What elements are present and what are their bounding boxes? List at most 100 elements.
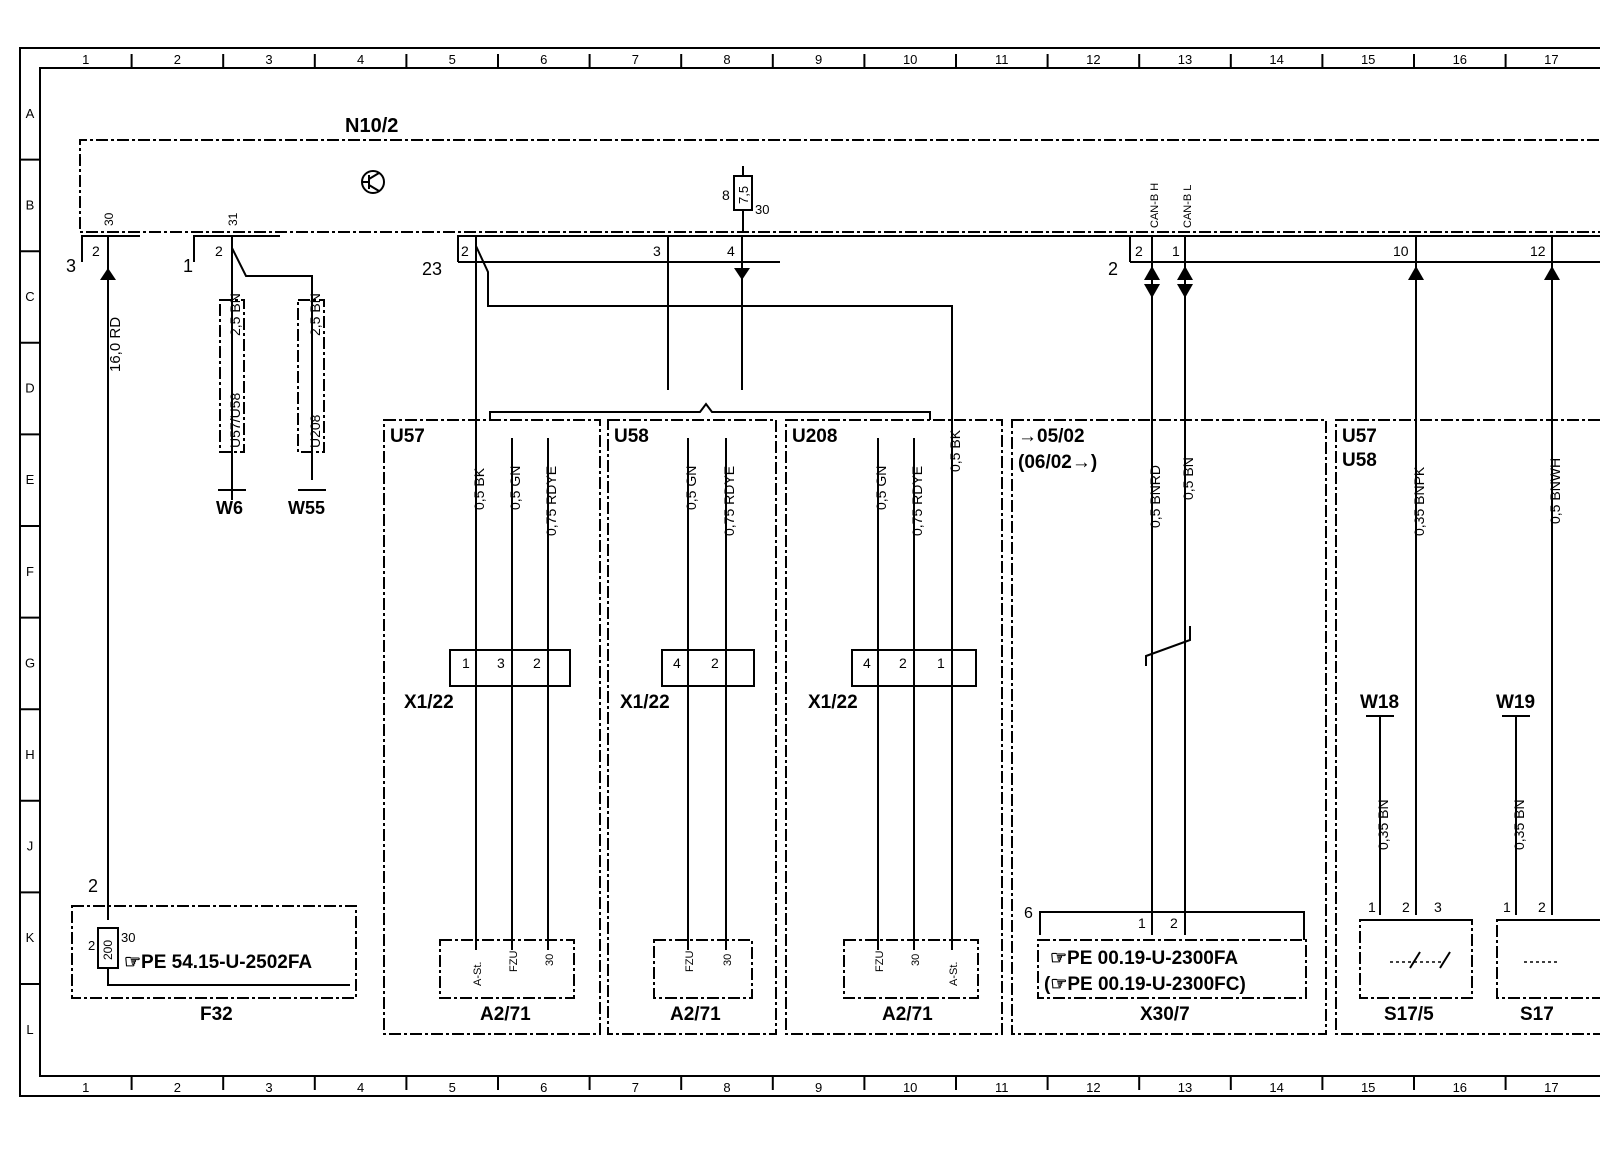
- pin-num: 2: [1135, 243, 1143, 259]
- pin-num: 12: [1530, 243, 1546, 259]
- grid-col-label: 13: [1178, 52, 1192, 67]
- x1-22-connector: [851, 649, 977, 687]
- wire-bn-2: 2,5 BN: [307, 293, 323, 336]
- can-h-arrow-icon: [1144, 266, 1160, 280]
- f32-box: [71, 905, 357, 999]
- wire-gn-2: 0,5 GN: [683, 466, 699, 510]
- ground-w18: W18: [1360, 692, 1399, 713]
- wire-bk-3: 0,5 BK: [947, 429, 963, 472]
- pin-num: 2: [1402, 899, 1410, 915]
- arrow-up-icon: [1408, 266, 1424, 280]
- grid-col-label: 11: [995, 1080, 1009, 1095]
- grid-col-label: 3: [265, 1080, 272, 1095]
- wire-rdye-3: 0,75 RDYE: [909, 466, 925, 536]
- pin-num: 2: [461, 243, 469, 259]
- s17-switch: [1496, 919, 1600, 999]
- x30-7-label: X30/7: [1140, 1004, 1190, 1025]
- pin-num: 4: [863, 655, 871, 671]
- group-box-u208: [785, 419, 1003, 1035]
- grid-col-label: 4: [357, 52, 364, 67]
- grid-col-label: 6: [540, 52, 547, 67]
- pin-num: 1: [1138, 915, 1146, 931]
- a2-71-connector: [439, 939, 575, 999]
- pin-num: 1: [1172, 243, 1180, 259]
- outer-frame: [19, 47, 1600, 1097]
- pin-label: FZU: [684, 951, 696, 972]
- pin-num: 2: [533, 655, 541, 671]
- group-label-u57b: U57: [1342, 426, 1377, 447]
- f32-label: F32: [200, 1004, 233, 1025]
- x1-22-connector: [449, 649, 571, 687]
- grid-col-label: 9: [815, 1080, 822, 1095]
- grid-col-label: 14: [1269, 1080, 1283, 1095]
- x1-22-label: X1/22: [404, 692, 454, 713]
- f32-ref: ☞PE 54.15-U-2502FA: [124, 952, 312, 973]
- wire-gn-3: 0,5 GN: [873, 466, 889, 510]
- a2-71-label: A2/71: [480, 1004, 531, 1025]
- grid-col-label: 17: [1544, 52, 1558, 67]
- grid-col-label: 17: [1544, 1080, 1558, 1095]
- grid-col-label: 6: [540, 1080, 547, 1095]
- grid-row-label: B: [26, 197, 35, 212]
- pin-label: 30: [910, 954, 922, 966]
- group-label-u57: U57: [390, 426, 425, 447]
- grid-row-label: F: [26, 564, 34, 579]
- wire-bnwh: 0,5 BNWH: [1547, 458, 1563, 524]
- pin-num: 10: [1393, 243, 1409, 259]
- conn-label-23: 23: [422, 259, 442, 279]
- grid-col-label: 4: [357, 1080, 364, 1095]
- pin-num: 1: [1503, 899, 1511, 915]
- grid-col-label: 5: [449, 52, 456, 67]
- wire-rdye-2: 0,75 RDYE: [721, 466, 737, 536]
- grid-col-label: 15: [1361, 52, 1375, 67]
- grid-col-label: 8: [723, 1080, 730, 1095]
- grid-col-label: 13: [1178, 1080, 1192, 1095]
- grid-col-label: 12: [1086, 1080, 1100, 1095]
- pin-num: 2: [711, 655, 719, 671]
- wire-bk-1: 0,5 BK: [471, 467, 487, 510]
- x30-7-ref-2: (☞PE 00.19-U-2300FC): [1044, 974, 1246, 995]
- grid-col-label: 1: [82, 52, 89, 67]
- pin-num: 2: [92, 243, 100, 259]
- pin-num: 2: [1170, 915, 1178, 931]
- pin-label: FZU: [508, 951, 520, 972]
- a2-71-connector: [653, 939, 753, 999]
- s17-5-switch: [1359, 919, 1473, 999]
- group-date-1: →05/02: [1018, 426, 1085, 447]
- grid-row-label: K: [26, 930, 35, 945]
- module-pin-30: 30: [102, 212, 116, 226]
- pin-num: 4: [673, 655, 681, 671]
- conn-label-2: 2: [1108, 259, 1118, 279]
- x30-7-connector: [1037, 939, 1307, 999]
- group-label-u58: U58: [614, 426, 649, 447]
- grid-col-label: 10: [903, 1080, 917, 1095]
- pin-num: 2: [215, 243, 223, 259]
- variant-u57-u58: U57/U58: [227, 393, 243, 448]
- module-label: N10/2: [345, 115, 398, 137]
- grid-col-label: 8: [723, 52, 730, 67]
- group-date-2: (06/02→): [1018, 452, 1097, 473]
- wire-gn-1: 0,5 GN: [507, 466, 523, 510]
- pin-num: 2: [1538, 899, 1546, 915]
- pin-num: 1: [937, 655, 945, 671]
- group-label-u58b: U58: [1342, 450, 1377, 471]
- grid-col-label: 3: [265, 52, 272, 67]
- wire-bn-1: 2,5 BN: [227, 293, 243, 336]
- x30-7-pin-6: 6: [1024, 905, 1033, 922]
- grid-row-label: G: [25, 655, 35, 670]
- grid-col-label: 15: [1361, 1080, 1375, 1095]
- wire-bn-13: 0,5 BN: [1180, 457, 1196, 500]
- arrow-down-icon: [734, 268, 750, 280]
- grid-col-label: 16: [1453, 1080, 1467, 1095]
- module-boundary: [79, 139, 1600, 233]
- arrow-up-icon: [100, 268, 116, 280]
- ground-w55: W55: [288, 498, 325, 518]
- pin-label: A-St.: [948, 962, 960, 986]
- module-pin-can-l: CAN-B L: [1182, 185, 1194, 228]
- grid-row-label: L: [26, 1022, 33, 1037]
- wire-rd: 16,0 RD: [107, 317, 124, 372]
- module-pin-31: 31: [226, 212, 240, 226]
